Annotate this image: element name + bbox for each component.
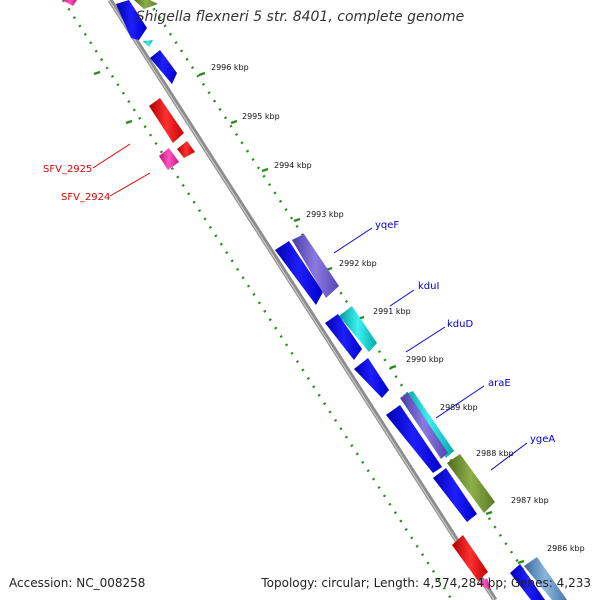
gene-bottom-blue[interactable] xyxy=(510,564,545,600)
callout-line-kduD xyxy=(405,326,446,353)
gene-bottom-pink[interactable] xyxy=(478,578,491,590)
callout-line-SFV_2924 xyxy=(109,172,151,197)
gene-bottom-red[interactable] xyxy=(452,535,488,581)
kbp-tick xyxy=(230,119,238,125)
gene-ygeA[interactable] xyxy=(447,454,495,513)
kbp-label: 2991 kbp xyxy=(373,307,411,316)
callout-line-SFV_2925 xyxy=(92,143,131,169)
kbp-tick xyxy=(293,217,301,223)
genome-summary: Topology: circular; Length: 4,574,284 bp… xyxy=(261,576,591,590)
gene-araE-purple[interactable] xyxy=(400,393,448,459)
gene-label-yqeF[interactable]: yqeF xyxy=(375,220,399,231)
callout-line-yqeF xyxy=(333,227,373,254)
forward-gene-callouts xyxy=(333,227,528,471)
gene-blue-d[interactable] xyxy=(433,468,477,522)
kbp-tick xyxy=(517,559,525,565)
kbp-tick xyxy=(261,167,269,173)
kbp-tick xyxy=(389,364,397,370)
gene-label-SFV_2925[interactable]: SFV_2925 xyxy=(43,164,92,175)
accession-label: Accession: NC_008258 xyxy=(9,576,146,590)
gene-top-cyan[interactable] xyxy=(143,40,153,47)
gene-kduD[interactable] xyxy=(354,358,389,398)
gene-top-olive[interactable] xyxy=(134,0,158,9)
kbp-labels: 2996 kbp 2995 kbp 2994 kbp 2993 kbp 2992… xyxy=(211,63,585,553)
gene-blue-b[interactable] xyxy=(325,314,362,360)
map-title: Shigella flexneri 5 str. 8401, complete … xyxy=(135,9,465,25)
inner-tick xyxy=(93,70,101,76)
kbp-label: 2996 kbp xyxy=(211,63,249,72)
genome-backbone-highlight xyxy=(108,0,495,600)
kbp-tick xyxy=(485,510,493,516)
gene-blue-c[interactable] xyxy=(386,405,442,473)
kbp-label: 2988 kbp xyxy=(476,449,514,458)
gene-label-kduD[interactable]: kduD xyxy=(447,319,473,330)
callout-line-ygeA xyxy=(490,442,528,471)
kbp-label: 2995 kbp xyxy=(242,112,280,121)
gene-SFV_2924[interactable] xyxy=(159,148,179,170)
genome-backbone xyxy=(107,0,498,600)
kbp-label: 2986 kbp xyxy=(547,544,585,553)
gene-yqeF[interactable] xyxy=(292,234,339,298)
kbp-label: 2993 kbp xyxy=(306,210,344,219)
kbp-tick xyxy=(198,71,206,77)
gene-label-kduI[interactable]: kduI xyxy=(418,281,439,292)
gene-SFV_2925[interactable] xyxy=(149,98,184,143)
kbp-label: 2987 kbp xyxy=(511,496,549,505)
gene-bottom-steel[interactable] xyxy=(524,557,567,600)
gene-SFV_2925-tail[interactable] xyxy=(177,141,195,158)
callout-line-kduI xyxy=(389,289,415,307)
gene-label-ygeA[interactable]: ygeA xyxy=(530,434,555,445)
gene-label-SFV_2924[interactable]: SFV_2924 xyxy=(61,192,110,203)
inner-tick xyxy=(125,119,133,125)
kbp-label: 2992 kbp xyxy=(339,259,377,268)
gene-top-blue2[interactable] xyxy=(150,50,177,84)
callout-line-araE xyxy=(435,385,485,419)
kbp-label: 2994 kbp xyxy=(274,161,312,170)
gene-top-pink[interactable] xyxy=(62,0,77,6)
gene-label-araE[interactable]: araE xyxy=(488,378,511,389)
kbp-label: 2990 kbp xyxy=(406,355,444,364)
gene-top-blue[interactable] xyxy=(116,0,147,40)
inner-scale-ring xyxy=(61,0,454,600)
gene-blue-a[interactable] xyxy=(275,241,323,305)
reverse-gene-callouts xyxy=(92,143,151,197)
gene-kduI[interactable] xyxy=(339,306,377,352)
kbp-label: 2989 kbp xyxy=(440,403,478,412)
